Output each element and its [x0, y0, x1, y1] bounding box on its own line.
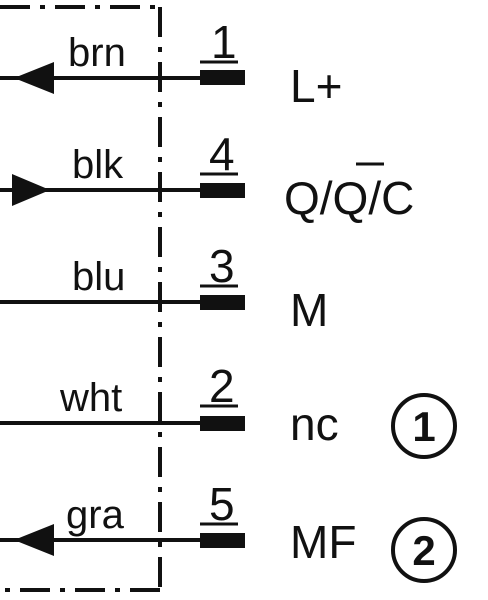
wire-color-label: blu: [72, 255, 125, 299]
footnote-circle: [391, 517, 457, 583]
pin-row-2: blk 4 Q/Q/C: [0, 128, 414, 224]
pin-contact: [200, 183, 245, 198]
pin-number-label: 1: [211, 16, 237, 68]
arrow-left-icon: [14, 62, 54, 94]
footnote-number: 2: [412, 527, 435, 574]
pin-row-3: blu 3 M: [0, 240, 328, 336]
pin-row-5: gra 5 MF 2: [0, 478, 457, 583]
signal-label: M: [290, 284, 328, 336]
wire-color-label: brn: [68, 31, 126, 75]
wire-color-label: wht: [59, 376, 122, 420]
pin-contact: [200, 416, 245, 431]
wire-color-label: blk: [72, 143, 124, 187]
arrow-right-icon: [12, 174, 50, 206]
pin-contact: [200, 70, 245, 85]
footnote-circle: [391, 393, 457, 459]
signal-label: Q/Q/C: [284, 172, 414, 224]
pin-number-label: 3: [209, 240, 235, 292]
pin-number-label: 2: [209, 360, 235, 412]
pin-row-4: wht 2 nc 1: [0, 360, 457, 459]
arrow-left-icon: [14, 524, 54, 556]
signal-label: L+: [290, 60, 342, 112]
pin-number-label: 5: [209, 478, 235, 530]
signal-label: MF: [290, 516, 356, 568]
pin-contact: [200, 533, 245, 548]
connector-housing-outline: [0, 5, 162, 592]
footnote-number: 1: [412, 403, 435, 450]
pin-row-1: brn 1 L+: [0, 16, 342, 112]
pin-number-label: 4: [209, 128, 235, 180]
wire-color-label: gra: [66, 493, 125, 537]
signal-label: nc: [290, 398, 339, 450]
pin-contact: [200, 295, 245, 310]
